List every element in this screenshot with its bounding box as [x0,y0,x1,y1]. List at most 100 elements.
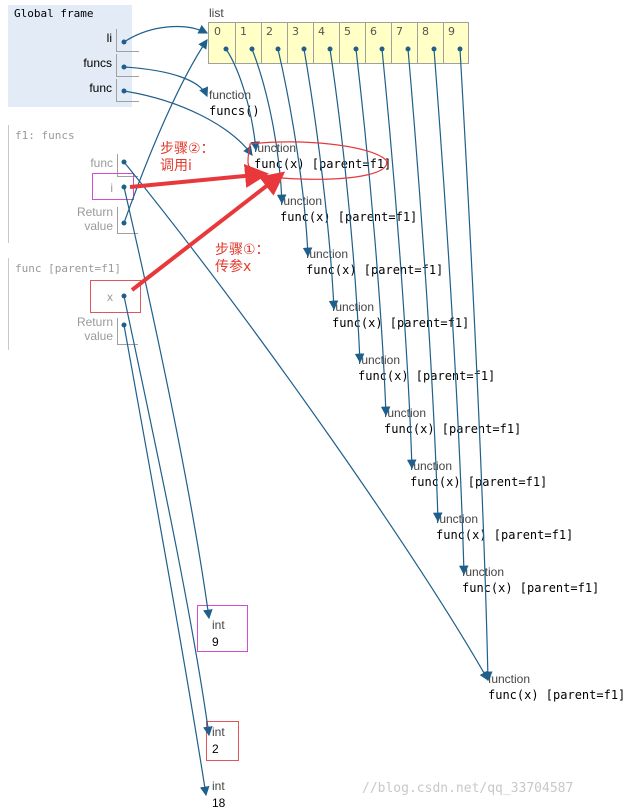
dot-func-x [121,293,127,299]
list-index-0: 0 [214,25,221,38]
func0-highlight-ellipse [247,141,388,180]
list-divider-8 [417,23,418,63]
arrow-list5 [355,48,391,417]
func-object-2-type: function [306,247,349,261]
dot-list4 [327,46,333,52]
func-object-6-value: func(x) [parent=f1] [410,475,548,489]
func-var-x: x [107,290,113,304]
func-object-9-type: function [488,672,531,686]
func-object-0-type: function [254,141,297,155]
func-var-x-highlight [90,280,141,313]
global-var-func: func [89,81,112,95]
int-9-highlight [197,605,248,652]
step2-red-arrow [129,163,269,189]
arrow-f1-func [123,161,489,682]
func-object-6-type: function [410,459,453,473]
func-object-3-type: function [332,300,375,314]
dot-list6 [379,46,385,52]
func-object-4-value: func(x) [parent=f1] [358,369,496,383]
funcs-object-type: function [209,88,252,102]
arrow-func-return [123,324,210,797]
list-index-3: 3 [292,25,299,38]
list-index-7: 7 [396,25,403,38]
func-object-7-type: function [436,512,479,526]
func-object-2-value: func(x) [parent=f1] [306,263,444,277]
dot-list3 [301,46,307,52]
int-2-value: 2 [212,742,219,756]
dot-list1 [249,46,255,52]
func-frame-title: func [parent=f1] [15,262,121,275]
list-divider-4 [313,23,314,63]
list-divider-7 [391,23,392,63]
list-object: 0 1 2 3 4 5 6 7 8 9 [208,22,469,64]
arrow-f1-i [123,186,213,620]
int-9-value: 9 [212,635,219,649]
func-var-return: Return value [76,315,113,343]
dot-f1-i [121,184,127,190]
arrow-list0 [225,48,260,152]
f1-var-func: func [90,156,113,170]
list-index-2: 2 [266,25,273,38]
funcs-object-value: funcs() [209,104,260,118]
arrow-li-to-list [123,24,209,43]
list-label: list [209,6,224,20]
int-18-value: 18 [212,796,226,810]
list-index-5: 5 [344,25,351,38]
dot-f1-func [121,159,127,165]
dot-f1-return [121,220,127,226]
arrow-list7 [407,48,443,523]
dot-list5 [353,46,359,52]
list-divider-2 [261,23,262,63]
dot-list9 [457,46,463,52]
dot-list7 [405,46,411,52]
list-divider-1 [235,23,236,63]
func-object-4-type: function [358,353,401,367]
dot-list0 [223,46,229,52]
list-divider-5 [339,23,340,63]
func-object-8-value: func(x) [parent=f1] [462,581,600,595]
arrow-f1-return [123,39,208,224]
list-index-1: 1 [240,25,247,38]
f1-var-return-box [117,207,138,234]
list-index-6: 6 [370,25,377,38]
list-divider-6 [365,23,366,63]
func-object-9-value: func(x) [parent=f1] [488,688,626,702]
step1-red-arrow [130,171,286,292]
watermark: //blog.csdn.net/qq_33704587 [362,781,574,796]
global-var-func-box [116,79,139,102]
func-frame: func [parent=f1] x Return value [8,258,141,350]
dot-list8 [431,46,437,52]
arrow-funcs-to-function [123,66,209,98]
list-divider-3 [287,23,288,63]
global-var-li: li [106,31,112,45]
arrow-list9 [459,48,493,682]
global-var-li-box [116,29,139,52]
arrow-list2 [277,48,313,258]
f1-var-i: i [110,181,113,195]
func-object-5-value: func(x) [parent=f1] [384,422,522,436]
step2-note: 步骤②： 调用i [160,141,215,174]
func-object-7-value: func(x) [parent=f1] [436,528,574,542]
dot-li [121,39,127,45]
func-object-8-type: function [462,565,505,579]
list-index-4: 4 [318,25,325,38]
func-object-3-value: func(x) [parent=f1] [332,316,470,330]
func-object-1-type: function [280,194,323,208]
dot-func [121,88,127,94]
func-object-1-value: func(x) [parent=f1] [280,210,418,224]
step1-note: 步骤①： 传参x [215,242,270,275]
arrow-func-x [123,295,213,737]
list-index-8: 8 [422,25,429,38]
int-18-type: int [212,779,225,793]
dot-funcs [121,64,127,70]
arrow-list6 [381,48,417,470]
f1-frame: f1: funcs func i Return value [8,125,138,243]
arrow-list4 [329,48,365,364]
f1-frame-title: f1: funcs [15,129,75,142]
f1-var-return: Return value [76,205,113,233]
dot-list2 [275,46,281,52]
int-2-highlight [206,721,239,761]
global-frame: Global frame li funcs func [8,5,139,107]
int-2-type: int [212,725,225,739]
func-object-0-value: func(x) [parent=f1] [254,157,392,171]
